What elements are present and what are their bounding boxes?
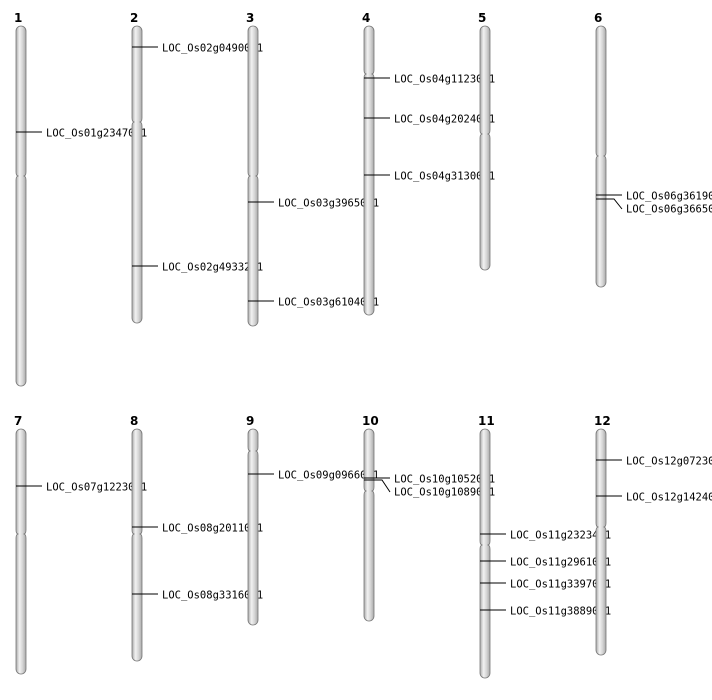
chromosome-body bbox=[363, 25, 375, 316]
chromosome-number: 1 bbox=[14, 11, 22, 25]
chromosome-number: 3 bbox=[246, 11, 254, 25]
gene-label: LOC_Os04g20240.1 bbox=[394, 114, 495, 126]
gene-label: LOC_Os11g23234.1 bbox=[510, 530, 611, 542]
gene-label: LOC_Os03g61040.1 bbox=[278, 297, 379, 309]
chromosome-body bbox=[131, 25, 143, 324]
gene-label: LOC_Os12g14240.1 bbox=[626, 492, 712, 504]
chromosome-4: 4LOC_Os04g11230.1LOC_Os04g20240.1LOC_Os0… bbox=[362, 11, 495, 316]
chromosome-number: 10 bbox=[362, 414, 379, 428]
gene-label: LOC_Os09g09660.1 bbox=[278, 470, 379, 482]
gene-label: LOC_Os10g10520.1 bbox=[394, 474, 495, 486]
gene-label: LOC_Os02g04900.1 bbox=[162, 43, 263, 55]
gene-marker bbox=[364, 479, 391, 493]
gene-marker bbox=[596, 198, 623, 210]
chromosome-5: 5 bbox=[478, 11, 491, 271]
gene-label: LOC_Os06g36650.1 bbox=[626, 204, 712, 216]
chromosome-number: 4 bbox=[362, 11, 370, 25]
chromosome-number: 6 bbox=[594, 11, 602, 25]
chromosome-body bbox=[479, 25, 491, 271]
chromosome-11: 11LOC_Os11g23234.1LOC_Os11g29610.1LOC_Os… bbox=[478, 414, 611, 679]
chromosome-number: 9 bbox=[246, 414, 254, 428]
chromosome-number: 8 bbox=[130, 414, 138, 428]
gene-label: LOC_Os04g31300.1 bbox=[394, 171, 495, 183]
gene-label: LOC_Os10g10890.1 bbox=[394, 487, 495, 499]
gene-label: LOC_Os01g23470.1 bbox=[46, 128, 147, 140]
chromosome-number: 11 bbox=[478, 414, 495, 428]
chromosome-body bbox=[131, 428, 143, 662]
chromosome-number: 2 bbox=[130, 11, 138, 25]
chromosome-body bbox=[15, 428, 27, 675]
chromosome-number: 12 bbox=[594, 414, 611, 428]
chromosome-body bbox=[247, 25, 259, 327]
chromosome-body bbox=[479, 428, 491, 679]
gene-label: LOC_Os06g36190.1 bbox=[626, 191, 712, 203]
gene-label: LOC_Os07g12230.1 bbox=[46, 482, 147, 494]
chromosome-number: 7 bbox=[14, 414, 22, 428]
gene-label: LOC_Os11g38890.1 bbox=[510, 606, 611, 618]
gene-label: LOC_Os04g11230.1 bbox=[394, 74, 495, 86]
gene-label: LOC_Os11g29610.1 bbox=[510, 557, 611, 569]
gene-label: LOC_Os08g20110.1 bbox=[162, 523, 263, 535]
chromosome-number: 5 bbox=[478, 11, 486, 25]
chromosome-body bbox=[247, 428, 259, 626]
gene-label: LOC_Os08g33160.1 bbox=[162, 590, 263, 602]
gene-label: LOC_Os02g49332.1 bbox=[162, 262, 263, 274]
chromosome-body bbox=[363, 428, 375, 622]
chromosome-body bbox=[595, 428, 607, 656]
gene-label: LOC_Os11g33970.1 bbox=[510, 579, 611, 591]
chromosome-body bbox=[15, 25, 27, 387]
gene-label: LOC_Os12g07230.1 bbox=[626, 456, 712, 468]
chromosome-body bbox=[595, 25, 607, 288]
gene-label: LOC_Os03g39650.1 bbox=[278, 198, 379, 210]
